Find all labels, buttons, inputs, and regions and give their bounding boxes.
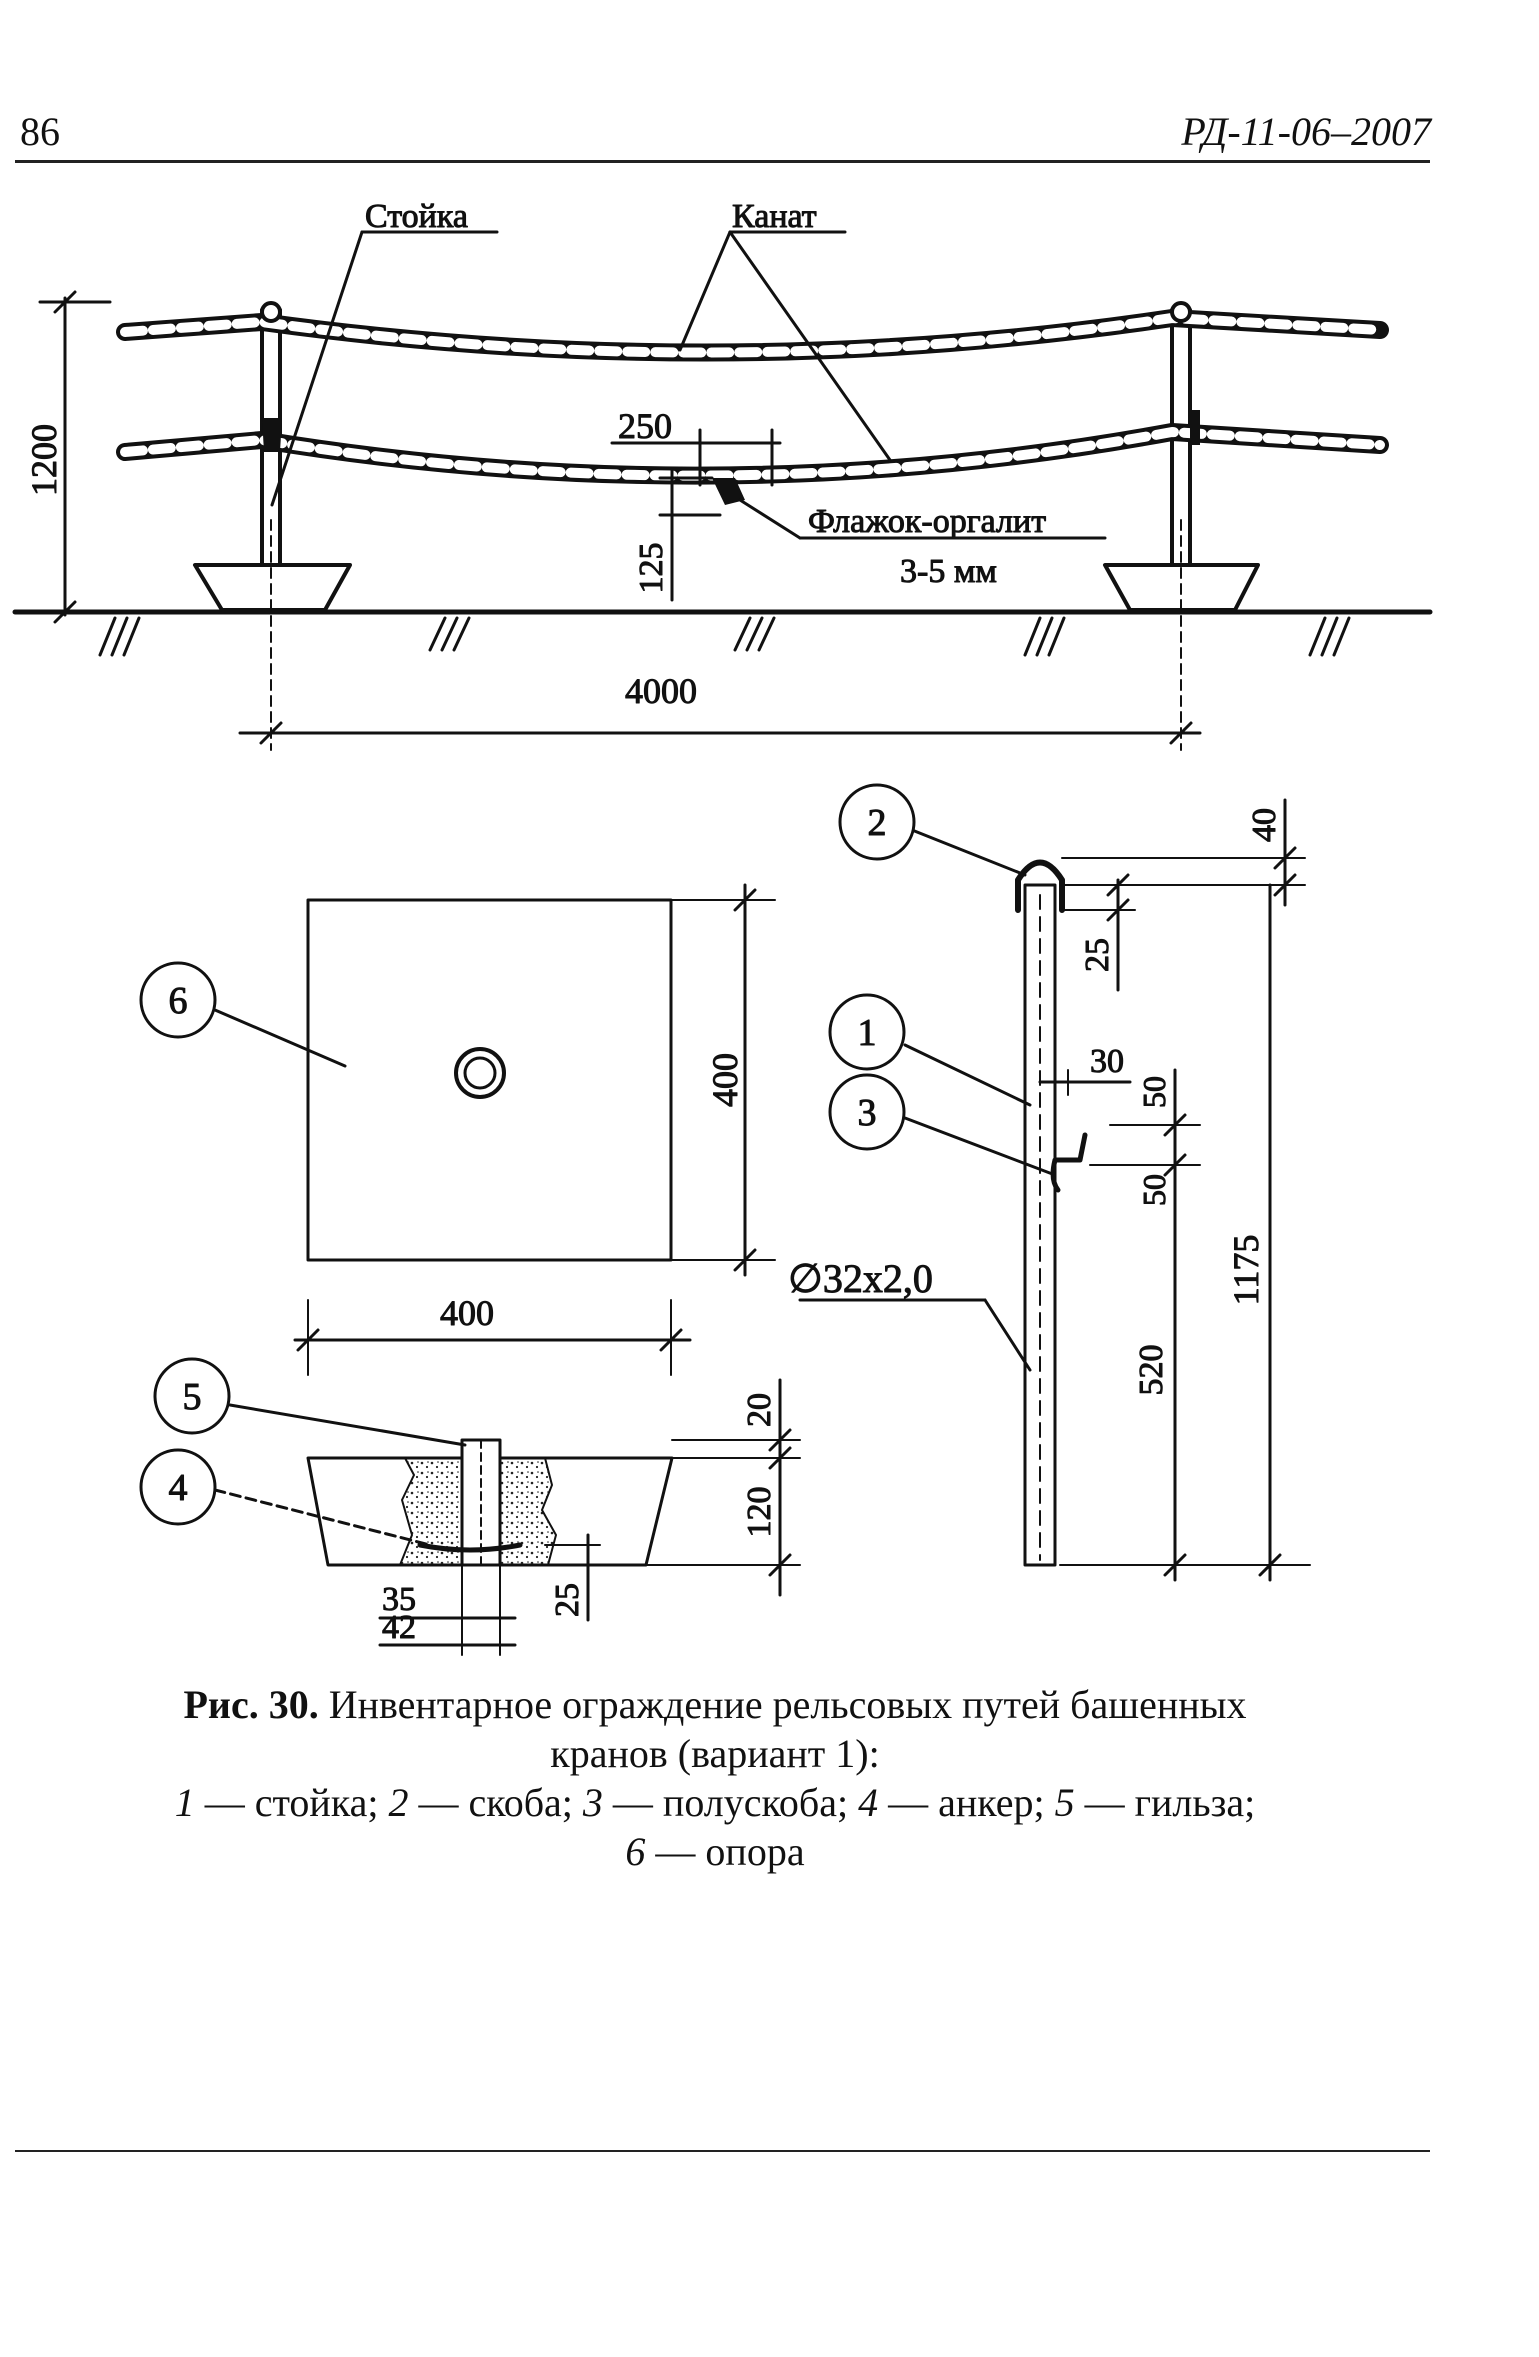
rope-label: Канат xyxy=(732,198,817,235)
callout-6 xyxy=(139,961,217,1039)
svg-text:1: 1 xyxy=(858,1012,877,1054)
svg-text:2: 2 xyxy=(868,802,887,844)
pipe-spec-label: ∅32х2,0 xyxy=(788,1256,933,1301)
figure-caption: Рис. 30. Инвентарное ограждение рельсовы… xyxy=(80,1680,1350,1876)
dim-30: 30 xyxy=(1090,1043,1124,1080)
flag-label: Флажок-оргалит xyxy=(808,503,1046,540)
base-plan-view: 6 400 400 xyxy=(139,883,776,1376)
post-leader xyxy=(270,230,364,507)
technical-drawing: Стойка Канат Флажок-оргалит 3-5 мм 1200 … xyxy=(12,198,1433,1656)
dim-520: 520 xyxy=(1133,1345,1170,1396)
caption-legend-line-2: 6 — опора xyxy=(625,1829,805,1874)
post-label: Стойка xyxy=(365,198,468,235)
svg-text:4: 4 xyxy=(169,1467,188,1509)
svg-text:6: 6 xyxy=(169,980,188,1022)
dim-25-section: 25 xyxy=(549,1583,586,1617)
page-number: 86 xyxy=(20,109,60,154)
footer-rule xyxy=(15,2150,1430,2152)
anchor xyxy=(417,1542,523,1553)
svg-text:3: 3 xyxy=(858,1092,877,1134)
caption-title-2: кранов (вариант 1): xyxy=(550,1731,880,1776)
post-detail-view: 2 1 3 ∅32х2,0 40 25 xyxy=(788,783,1311,1582)
flag-thickness-label: 3-5 мм xyxy=(900,553,997,590)
callout-1 xyxy=(828,993,906,1071)
dim-125: 125 xyxy=(633,543,670,594)
flag-plate xyxy=(712,478,745,505)
dim-120: 120 xyxy=(741,1487,778,1538)
dim-20: 20 xyxy=(741,1393,778,1427)
callout-5 xyxy=(153,1357,231,1435)
dim-50-lower: 50 xyxy=(1136,1174,1172,1206)
dim-plan-side: 400 xyxy=(705,1053,745,1107)
dim-plan-bottom: 400 xyxy=(440,1293,494,1333)
figure-number: Рис. 30. xyxy=(183,1682,319,1727)
dim-250: 250 xyxy=(618,406,672,446)
fence-elevation: Стойка Канат Флажок-оргалит 3-5 мм 1200 … xyxy=(12,198,1433,751)
rope-leader-1 xyxy=(678,230,732,352)
caption-line-1: Рис. 30. Инвентарное ограждение рельсовы… xyxy=(80,1680,1350,1729)
header-rule xyxy=(15,160,1430,163)
caption-title-1: Инвентарное ограждение рельсовых путей б… xyxy=(318,1682,1247,1727)
dim-4000: 4000 xyxy=(625,671,697,711)
dim-1175: 1175 xyxy=(1226,1235,1266,1306)
staple xyxy=(1015,859,1065,913)
callout-2 xyxy=(838,783,916,861)
ground-hatching xyxy=(98,616,1351,657)
caption-legend-line-1: 1 — стойка; 2 — скоба; 3 — полускоба; 4 … xyxy=(174,1780,1256,1825)
document-code: РД-11-06–2007 xyxy=(1181,109,1431,154)
base-plate xyxy=(306,898,673,1262)
dim-35: 35 xyxy=(382,1581,416,1618)
dim-42: 42 xyxy=(382,1609,416,1646)
right-base-block xyxy=(1103,563,1260,612)
dim-1200: 1200 xyxy=(24,424,64,496)
base-section-view: 5 4 20 120 25 35 42 xyxy=(139,1357,801,1656)
dim-40: 40 xyxy=(1246,808,1283,842)
callout-3 xyxy=(828,1073,906,1151)
dim-50-upper: 50 xyxy=(1136,1076,1172,1108)
rope-leader-2 xyxy=(728,230,892,462)
half-staple xyxy=(1050,1132,1088,1193)
svg-text:5: 5 xyxy=(183,1376,202,1418)
callout-4 xyxy=(139,1448,217,1526)
post-pipe xyxy=(1023,883,1057,1567)
left-base-block xyxy=(193,563,352,612)
dim-25-post: 25 xyxy=(1079,938,1116,972)
